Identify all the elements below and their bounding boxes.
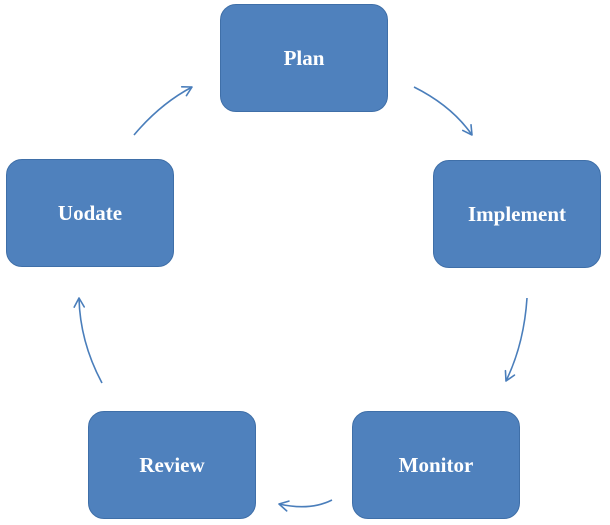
- node-implement: Implement: [433, 160, 601, 268]
- node-monitor-label: Monitor: [398, 452, 474, 477]
- node-implement-label: Implement: [468, 201, 566, 226]
- node-plan-label: Plan: [283, 45, 325, 70]
- arrow-review-to-update: [73, 297, 103, 384]
- node-plan: Plan: [220, 4, 388, 112]
- node-update: Uodate: [6, 159, 174, 267]
- node-monitor: Monitor: [352, 411, 520, 519]
- arrow-monitor-to-review: [278, 499, 333, 512]
- node-review: Review: [88, 411, 256, 519]
- arrow-implement-to-monitor: [504, 297, 528, 382]
- node-review-label: Review: [139, 452, 205, 477]
- arrow-update-to-plan: [133, 86, 193, 136]
- node-update-label: Uodate: [57, 200, 123, 225]
- arrow-plan-to-implement: [413, 86, 473, 136]
